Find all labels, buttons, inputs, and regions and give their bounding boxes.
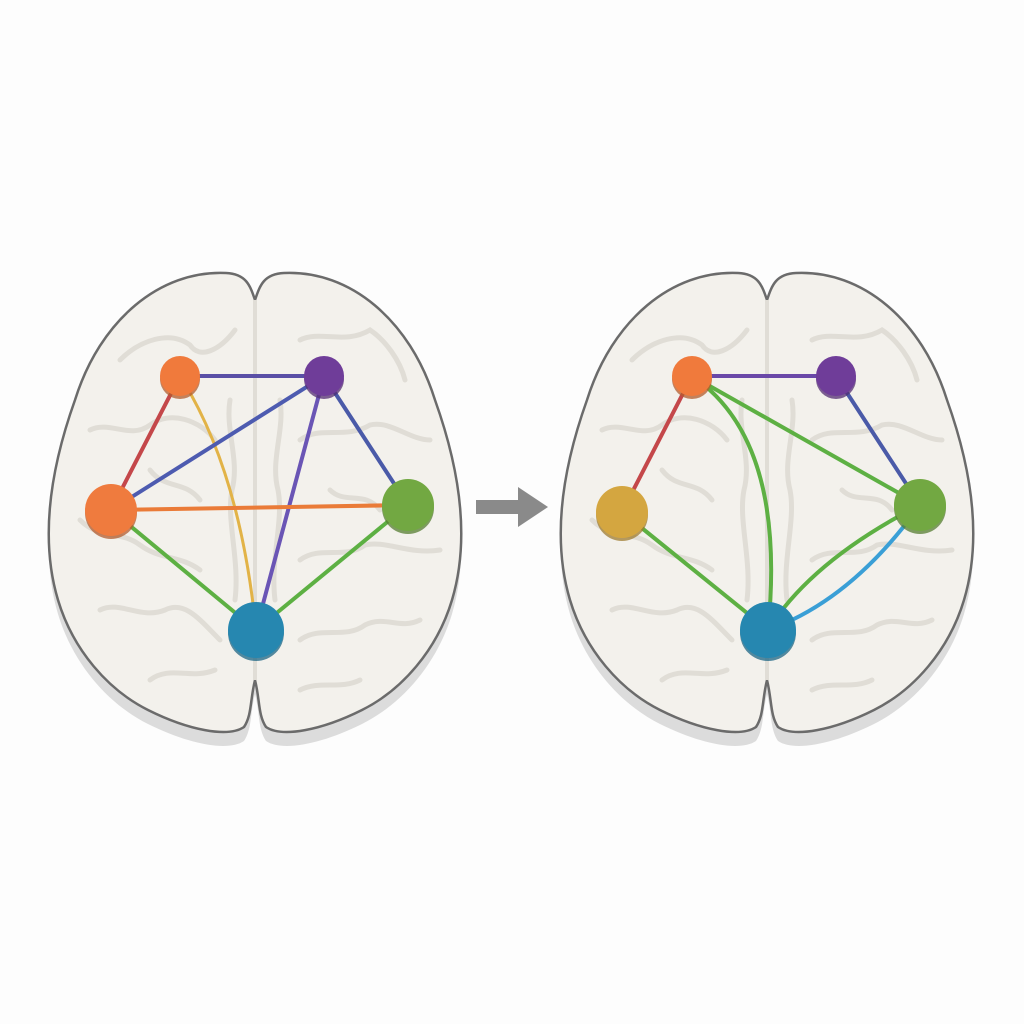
edge-d-e <box>254 503 410 632</box>
node-a <box>672 356 712 396</box>
node-c <box>85 484 137 536</box>
brain-before <box>47 271 463 746</box>
edge-b-e <box>254 374 326 632</box>
node-a <box>160 356 200 396</box>
node-b <box>304 356 344 396</box>
edge-a-e <box>690 374 774 632</box>
edge-a-d <box>690 374 922 507</box>
node-e <box>740 602 796 658</box>
node-d <box>382 479 434 531</box>
edge-c-e <box>620 510 770 632</box>
transition-arrow-icon <box>476 487 548 527</box>
node-b <box>816 356 856 396</box>
node-d <box>894 479 946 531</box>
edge-c-b <box>109 374 326 512</box>
edge-c-e <box>109 508 258 632</box>
node-e <box>228 602 284 658</box>
edge-c-d <box>109 503 410 512</box>
node-c <box>596 486 648 538</box>
brain-after <box>559 271 975 746</box>
edge-a-e <box>178 374 258 632</box>
